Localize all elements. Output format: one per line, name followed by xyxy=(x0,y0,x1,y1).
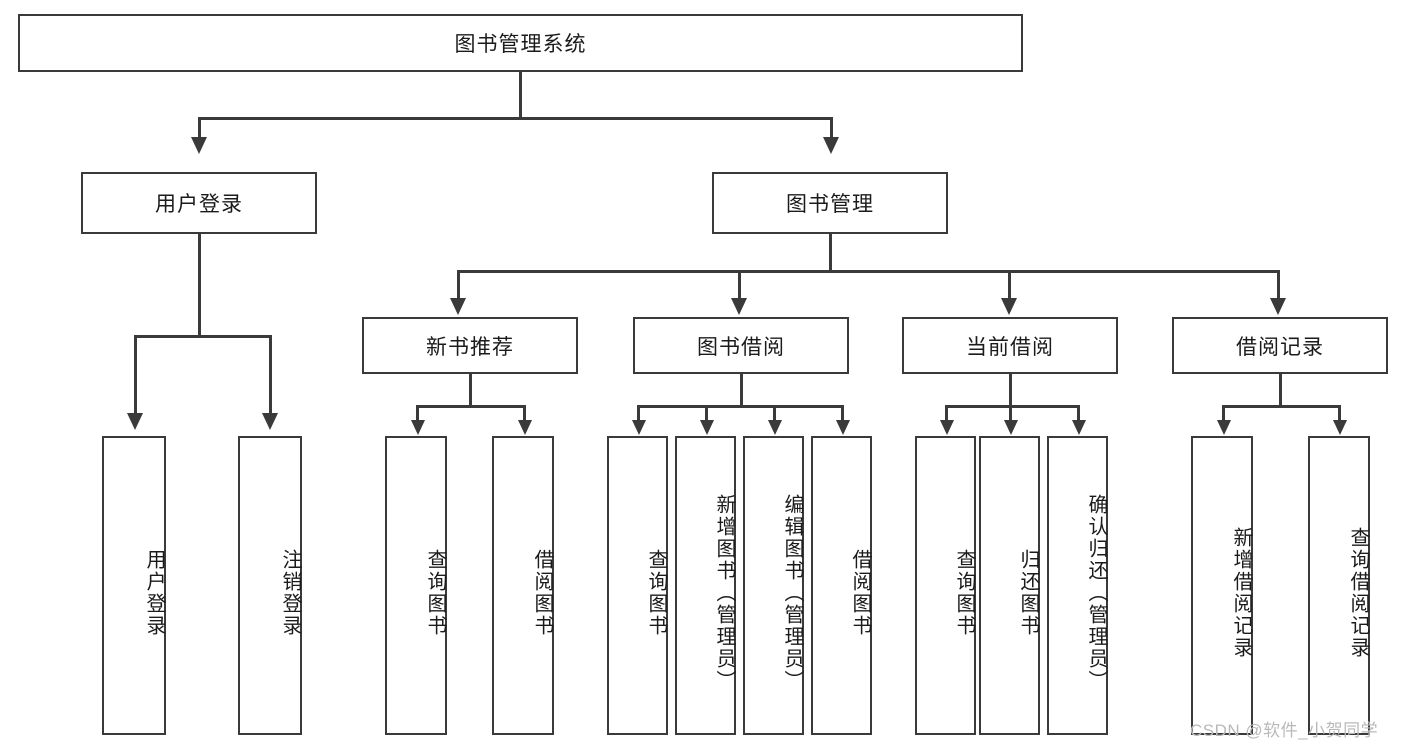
connector-root-to-book-management xyxy=(830,117,833,139)
node-book-management[interactable]: 图书管理 xyxy=(712,172,948,234)
connector-borrow-record-to-leaf-1 xyxy=(1222,405,1225,421)
connector-new-book-distributor xyxy=(416,405,526,408)
leaf-borrow-record-1[interactable]: 查询借阅记录 xyxy=(1308,436,1370,735)
node-label: 查询图书 xyxy=(424,548,446,637)
arrow-bm-to-borrow-record xyxy=(1270,298,1286,315)
arrow-current-borrow-to-leaf-1 xyxy=(940,420,954,435)
connector-book-borrow-to-leaf-1 xyxy=(637,405,640,421)
node-label: 查询图书 xyxy=(953,548,975,637)
connector-user-login-distributor xyxy=(134,335,271,338)
node-label: 新增图书（管理员） xyxy=(713,493,735,692)
leaf-borrow-record-0[interactable]: 新增借阅记录 xyxy=(1191,436,1253,735)
node-label: 用户登录 xyxy=(155,193,243,216)
connector-borrow-record-to-leaf-2 xyxy=(1338,405,1341,421)
node-label: 借阅图书 xyxy=(849,548,871,637)
connector-user-login-to-leaf-2 xyxy=(269,335,272,415)
connector-bm-to-borrow-record xyxy=(1277,270,1280,300)
connector-user-login-stem xyxy=(198,234,201,335)
node-label: 借阅图书 xyxy=(531,548,553,637)
node-root-book-management-system[interactable]: 图书管理系统 xyxy=(18,14,1023,72)
node-book-borrow[interactable]: 图书借阅 xyxy=(633,317,849,374)
node-label: 图书管理系统 xyxy=(454,33,587,56)
arrow-bm-to-current-borrow xyxy=(1001,298,1017,315)
node-label: 借阅记录 xyxy=(1236,335,1324,359)
node-label: 图书借阅 xyxy=(697,335,785,359)
connector-root-to-user-login xyxy=(198,117,201,139)
connector-new-book-to-leaf-2 xyxy=(523,405,526,421)
node-label: 当前借阅 xyxy=(966,335,1054,359)
leaf-new-book-recommend-0[interactable]: 查询图书 xyxy=(385,436,447,735)
node-label: 查询借阅记录 xyxy=(1347,526,1369,659)
leaf-current-borrow-2[interactable]: 确认归还（管理员） xyxy=(1047,436,1108,735)
node-new-book-recommend[interactable]: 新书推荐 xyxy=(362,317,578,374)
connector-current-borrow-stem xyxy=(1009,374,1012,405)
connector-borrow-record-distributor xyxy=(1222,405,1341,408)
connector-book-borrow-to-leaf-3 xyxy=(773,405,776,421)
node-user-login[interactable]: 用户登录 xyxy=(81,172,317,234)
arrow-borrow-record-to-leaf-1 xyxy=(1217,420,1231,435)
leaf-user-login-1[interactable]: 注销登录 xyxy=(238,436,302,735)
node-label: 注销登录 xyxy=(279,548,301,637)
arrow-new-book-to-leaf-2 xyxy=(518,420,532,435)
arrow-book-borrow-to-leaf-3 xyxy=(768,420,782,435)
node-label: 编辑图书（管理员） xyxy=(781,493,803,692)
arrow-current-borrow-to-leaf-3 xyxy=(1072,420,1086,435)
connector-bm-to-current-borrow xyxy=(1008,270,1011,300)
arrow-bm-to-new-book xyxy=(450,298,466,315)
watermark-csdn: CSDN @软件_小贺同学 xyxy=(1190,721,1379,740)
leaf-current-borrow-0[interactable]: 查询图书 xyxy=(915,436,976,735)
connector-root-stem xyxy=(519,72,522,117)
connector-book-management-stem xyxy=(829,234,832,270)
arrow-root-to-user-login xyxy=(191,137,207,154)
leaf-user-login-0[interactable]: 用户登录 xyxy=(102,436,166,735)
connector-root-distributor xyxy=(198,117,832,120)
arrow-user-login-to-leaf-1 xyxy=(127,413,143,430)
leaf-new-book-recommend-1[interactable]: 借阅图书 xyxy=(492,436,554,735)
node-label: 新书推荐 xyxy=(426,335,514,359)
connector-book-management-distributor xyxy=(457,270,1280,273)
connector-new-book-stem xyxy=(469,374,472,405)
connector-bm-to-new-book xyxy=(457,270,460,300)
node-borrow-record[interactable]: 借阅记录 xyxy=(1172,317,1388,374)
connector-borrow-record-stem xyxy=(1279,374,1282,405)
connector-current-borrow-to-leaf-1 xyxy=(945,405,948,421)
connector-book-borrow-to-leaf-2 xyxy=(705,405,708,421)
node-label: 查询图书 xyxy=(645,548,667,637)
leaf-book-borrow-2[interactable]: 编辑图书（管理员） xyxy=(743,436,804,735)
arrow-book-borrow-to-leaf-1 xyxy=(632,420,646,435)
connector-current-borrow-to-leaf-2 xyxy=(1009,405,1012,421)
connector-bm-to-book-borrow xyxy=(738,270,741,300)
node-label: 确认归还（管理员） xyxy=(1085,493,1107,692)
arrow-current-borrow-to-leaf-2 xyxy=(1004,420,1018,435)
connector-current-borrow-distributor xyxy=(945,405,1080,408)
arrow-book-borrow-to-leaf-4 xyxy=(836,420,850,435)
arrow-user-login-to-leaf-2 xyxy=(262,413,278,430)
arrow-borrow-record-to-leaf-2 xyxy=(1333,420,1347,435)
node-label: 新增借阅记录 xyxy=(1230,526,1252,659)
node-current-borrow[interactable]: 当前借阅 xyxy=(902,317,1118,374)
leaf-book-borrow-1[interactable]: 新增图书（管理员） xyxy=(675,436,736,735)
leaf-book-borrow-0[interactable]: 查询图书 xyxy=(607,436,668,735)
connector-book-borrow-stem xyxy=(740,374,743,405)
connector-user-login-to-leaf-1 xyxy=(134,335,137,415)
node-label: 图书管理 xyxy=(786,193,874,216)
node-label: 归还图书 xyxy=(1017,548,1039,637)
node-label: 用户登录 xyxy=(143,548,165,637)
leaf-book-borrow-3[interactable]: 借阅图书 xyxy=(811,436,872,735)
connector-book-borrow-to-leaf-4 xyxy=(841,405,844,421)
leaf-current-borrow-1[interactable]: 归还图书 xyxy=(979,436,1040,735)
arrow-root-to-book-management xyxy=(823,137,839,154)
connector-new-book-to-leaf-1 xyxy=(416,405,419,421)
arrow-book-borrow-to-leaf-2 xyxy=(700,420,714,435)
connector-book-borrow-distributor xyxy=(637,405,844,408)
arrow-bm-to-book-borrow xyxy=(731,298,747,315)
connector-current-borrow-to-leaf-3 xyxy=(1077,405,1080,421)
arrow-new-book-to-leaf-1 xyxy=(411,420,425,435)
